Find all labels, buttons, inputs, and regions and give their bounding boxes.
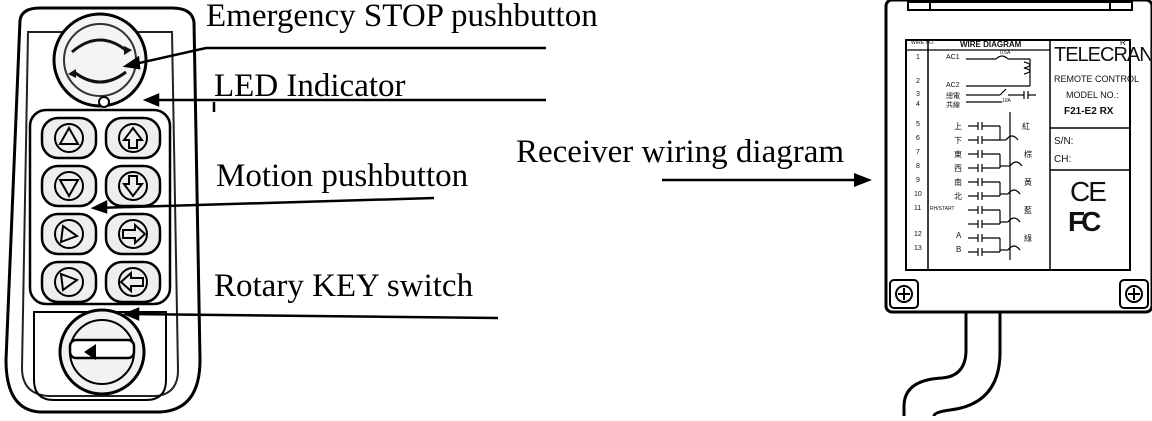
wire-number: 13 bbox=[914, 245, 922, 252]
wire-diagram-header: WIRE DIAGRAM bbox=[960, 40, 1022, 49]
wire-name: RH/START bbox=[930, 206, 955, 212]
wire-number: 5 bbox=[916, 121, 920, 128]
wire-color: 藍 bbox=[1024, 206, 1032, 215]
wire-color: 綠 bbox=[1024, 234, 1032, 243]
wire-number: 7 bbox=[916, 149, 920, 156]
wire-number: 8 bbox=[916, 163, 920, 170]
receiver-wiring-label: Receiver wiring diagram bbox=[516, 134, 845, 170]
wire-name: 南 bbox=[954, 178, 962, 187]
product-type: REMOTE CONTROL bbox=[1054, 74, 1140, 84]
wire-name: 東 bbox=[954, 150, 962, 159]
rotary-key-switch[interactable] bbox=[58, 308, 146, 396]
motion-button-left-arrow[interactable] bbox=[104, 260, 162, 304]
wiring-schematic bbox=[966, 55, 1036, 260]
wire-number: 3 bbox=[916, 91, 920, 98]
registered-mark: R bbox=[1120, 38, 1126, 47]
motion-button-hoist-up[interactable] bbox=[40, 116, 98, 160]
wire-number: 6 bbox=[916, 135, 920, 142]
wire-color: 棕 bbox=[1024, 150, 1032, 159]
fcc-mark-icon: FC bbox=[1068, 206, 1101, 237]
motion-pushbutton-label: Motion pushbutton bbox=[216, 158, 469, 194]
screw-icon bbox=[1119, 279, 1149, 309]
wire-number: 4 bbox=[916, 101, 920, 108]
wire-color: 黃 bbox=[1024, 178, 1032, 187]
emergency-stop-label: Emergency STOP pushbutton bbox=[206, 0, 598, 34]
wire-name: 下 bbox=[954, 136, 962, 145]
receiver-label-plate bbox=[905, 39, 1131, 271]
wire-name: AC2 bbox=[946, 82, 960, 89]
wire-no-header: WIRE NO. bbox=[911, 40, 935, 46]
motion-button-east[interactable] bbox=[40, 212, 98, 256]
led-indicator bbox=[98, 96, 110, 108]
wire-number: 11 bbox=[914, 205, 922, 212]
fuse2-label: 10A bbox=[1002, 98, 1011, 104]
wire-name: 上 bbox=[954, 122, 962, 131]
wire-name: 共線 bbox=[946, 102, 960, 109]
wire-number: 10 bbox=[914, 191, 922, 198]
receiver-cable bbox=[902, 312, 1002, 417]
emergency-stop-button[interactable] bbox=[52, 12, 148, 108]
ce-mark-icon: CE bbox=[1070, 176, 1107, 207]
wire-name: 總電 bbox=[946, 93, 960, 100]
fuse-label: 0.5A bbox=[1000, 50, 1011, 56]
wire-name: 西 bbox=[954, 164, 962, 173]
wire-color: 紅 bbox=[1022, 122, 1030, 131]
serial-number-label: S/N: bbox=[1054, 136, 1074, 147]
wire-number: 12 bbox=[914, 231, 922, 238]
model-label: MODEL NO.: bbox=[1066, 90, 1119, 100]
motion-button-west[interactable] bbox=[40, 260, 98, 304]
wire-name: A bbox=[956, 231, 962, 240]
screw-icon bbox=[889, 279, 919, 309]
wire-number: 1 bbox=[916, 54, 920, 61]
motion-button-right-arrow[interactable] bbox=[104, 212, 162, 256]
wire-number: 2 bbox=[916, 78, 920, 85]
wire-name: B bbox=[956, 245, 962, 254]
wire-name: 北 bbox=[954, 192, 962, 201]
callout-lines bbox=[90, 46, 546, 321]
motion-button-hoist-down[interactable] bbox=[40, 164, 98, 208]
wire-number: 9 bbox=[916, 177, 920, 184]
channel-label: CH: bbox=[1054, 154, 1072, 165]
led-indicator-label: LED Indicator bbox=[214, 68, 406, 104]
rotary-key-label: Rotary KEY switch bbox=[214, 268, 474, 304]
motion-button-up-arrow[interactable] bbox=[104, 116, 162, 160]
motion-button-down-arrow[interactable] bbox=[104, 164, 162, 208]
model-number: F21-E2 RX bbox=[1064, 106, 1114, 117]
wire-name: AC1 bbox=[946, 54, 960, 61]
receiver bbox=[884, 0, 1152, 417]
brand-name: TELECRANE bbox=[1054, 44, 1152, 66]
receiver-callout-arrow bbox=[662, 173, 872, 187]
